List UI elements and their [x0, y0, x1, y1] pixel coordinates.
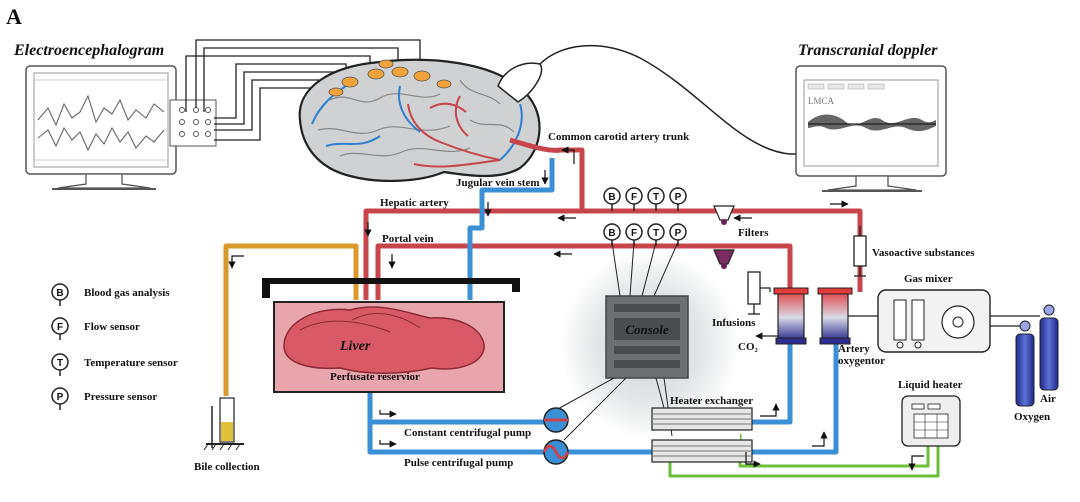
svg-text:F: F: [631, 228, 637, 239]
legend: B Blood gas analysis F Flow sensor T Tem…: [51, 283, 178, 410]
gas-mixer-label: Gas mixer: [904, 273, 953, 285]
infusions-label: Infusions: [712, 317, 756, 329]
portal-label: Portal vein: [382, 233, 434, 245]
vasoactive-syringe: Vasoactive substances: [853, 226, 975, 277]
svg-text:P: P: [675, 192, 682, 203]
svg-text:Flow sensor: Flow sensor: [84, 321, 140, 333]
filters-label: Filters: [738, 227, 769, 239]
vasoactive-label: Vasoactive substances: [872, 247, 975, 259]
pulse-pump-label: Pulse centrifugal pump: [404, 457, 513, 469]
svg-text:Temperature sensor: Temperature sensor: [84, 357, 178, 369]
arterial-circuit: [363, 137, 863, 300]
svg-text:B: B: [608, 192, 615, 203]
flow-arrows: [228, 146, 924, 471]
lmca-label: LMCA: [808, 96, 835, 106]
svg-text:B: B: [56, 288, 63, 299]
liver-label: Liver: [339, 339, 371, 354]
jugular-label: Jugular vein stem: [456, 177, 540, 189]
brain: [298, 58, 541, 183]
infusions-syringe: Infusions: [712, 271, 771, 329]
svg-text:F: F: [57, 322, 63, 333]
venous-circuit: [367, 158, 839, 455]
sensor-b-hepatic: B: [603, 187, 621, 211]
console-label: Console: [625, 322, 669, 337]
hepatic-label: Hepatic artery: [380, 197, 449, 209]
heater-exchanger-top: [651, 407, 753, 431]
oxygen-label: Oxygen: [1014, 411, 1050, 423]
tcd-monitor: Transcranial doppler LMCA: [795, 42, 947, 192]
bile-line: [223, 243, 359, 396]
legend-item-f: F Flow sensor: [51, 317, 140, 340]
panel-letter: A: [6, 4, 22, 29]
bile-label: Bile collection: [194, 461, 260, 473]
sensor-b-portal: B: [603, 223, 621, 246]
svg-text:T: T: [57, 358, 63, 369]
sensor-row-portal: B F T P: [603, 223, 687, 246]
filters: Filters: [713, 205, 769, 269]
doppler-probe: [497, 44, 800, 155]
oxygenator-right: [817, 287, 853, 345]
liquid-heater: Liquid heater: [898, 379, 963, 447]
air-bottle: Air: [1039, 304, 1059, 405]
constant-pump-label: Constant centrifugal pump: [404, 427, 531, 439]
tcd-title: Transcranial doppler: [798, 42, 938, 59]
oxygen-bottle: Oxygen: [1014, 320, 1050, 423]
sensor-t-portal: T: [647, 223, 665, 246]
eeg-monitor: Electroencephalogram: [13, 42, 217, 190]
constant-pump: [543, 407, 569, 433]
sensor-p-hepatic: P: [669, 187, 687, 211]
svg-text:P: P: [675, 228, 682, 239]
sensor-f-hepatic: F: [625, 187, 643, 211]
bile-collection: Bile collection: [194, 397, 260, 473]
svg-text:B: B: [608, 228, 615, 239]
sensor-f-portal: F: [625, 223, 643, 246]
liquid-heater-label: Liquid heater: [898, 379, 963, 391]
svg-text:Blood gas analysis: Blood gas analysis: [84, 287, 170, 299]
perfusate-reservoir: Liver Perfusate reservior: [262, 278, 520, 393]
eeg-title: Electroencephalogram: [13, 42, 164, 59]
legend-item-t: T Temperature sensor: [51, 353, 178, 376]
sensor-t-hepatic: T: [647, 187, 665, 211]
gas-mixer: Gas mixer: [848, 273, 1040, 353]
svg-text:F: F: [631, 192, 637, 203]
svg-text:T: T: [653, 228, 659, 239]
legend-item-p: P Pressure sensor: [51, 387, 157, 410]
sensor-p-portal: P: [669, 223, 687, 246]
co2-label: CO₂: [738, 341, 759, 353]
heater-exchanger-label: Heater exchanger: [670, 395, 753, 407]
legend-item-b: B Blood gas analysis: [51, 283, 170, 306]
heater-exchanger-bottom: [651, 439, 753, 463]
reservoir-label: Perfusate reservior: [330, 371, 420, 383]
svg-text:P: P: [57, 392, 64, 403]
artery-oxygenator-label-2: oxygentor: [838, 355, 885, 367]
pulse-pump: [542, 439, 570, 465]
svg-text:Pressure sensor: Pressure sensor: [84, 391, 157, 403]
artery-oxygenator-label-1: Artery: [838, 343, 870, 355]
sensor-row-hepatic: B F T P: [603, 187, 687, 211]
air-label: Air: [1040, 393, 1056, 405]
carotid-label: Common carotid artery trunk: [548, 131, 690, 143]
svg-text:T: T: [653, 192, 659, 203]
oxygenator-left: [773, 287, 809, 345]
